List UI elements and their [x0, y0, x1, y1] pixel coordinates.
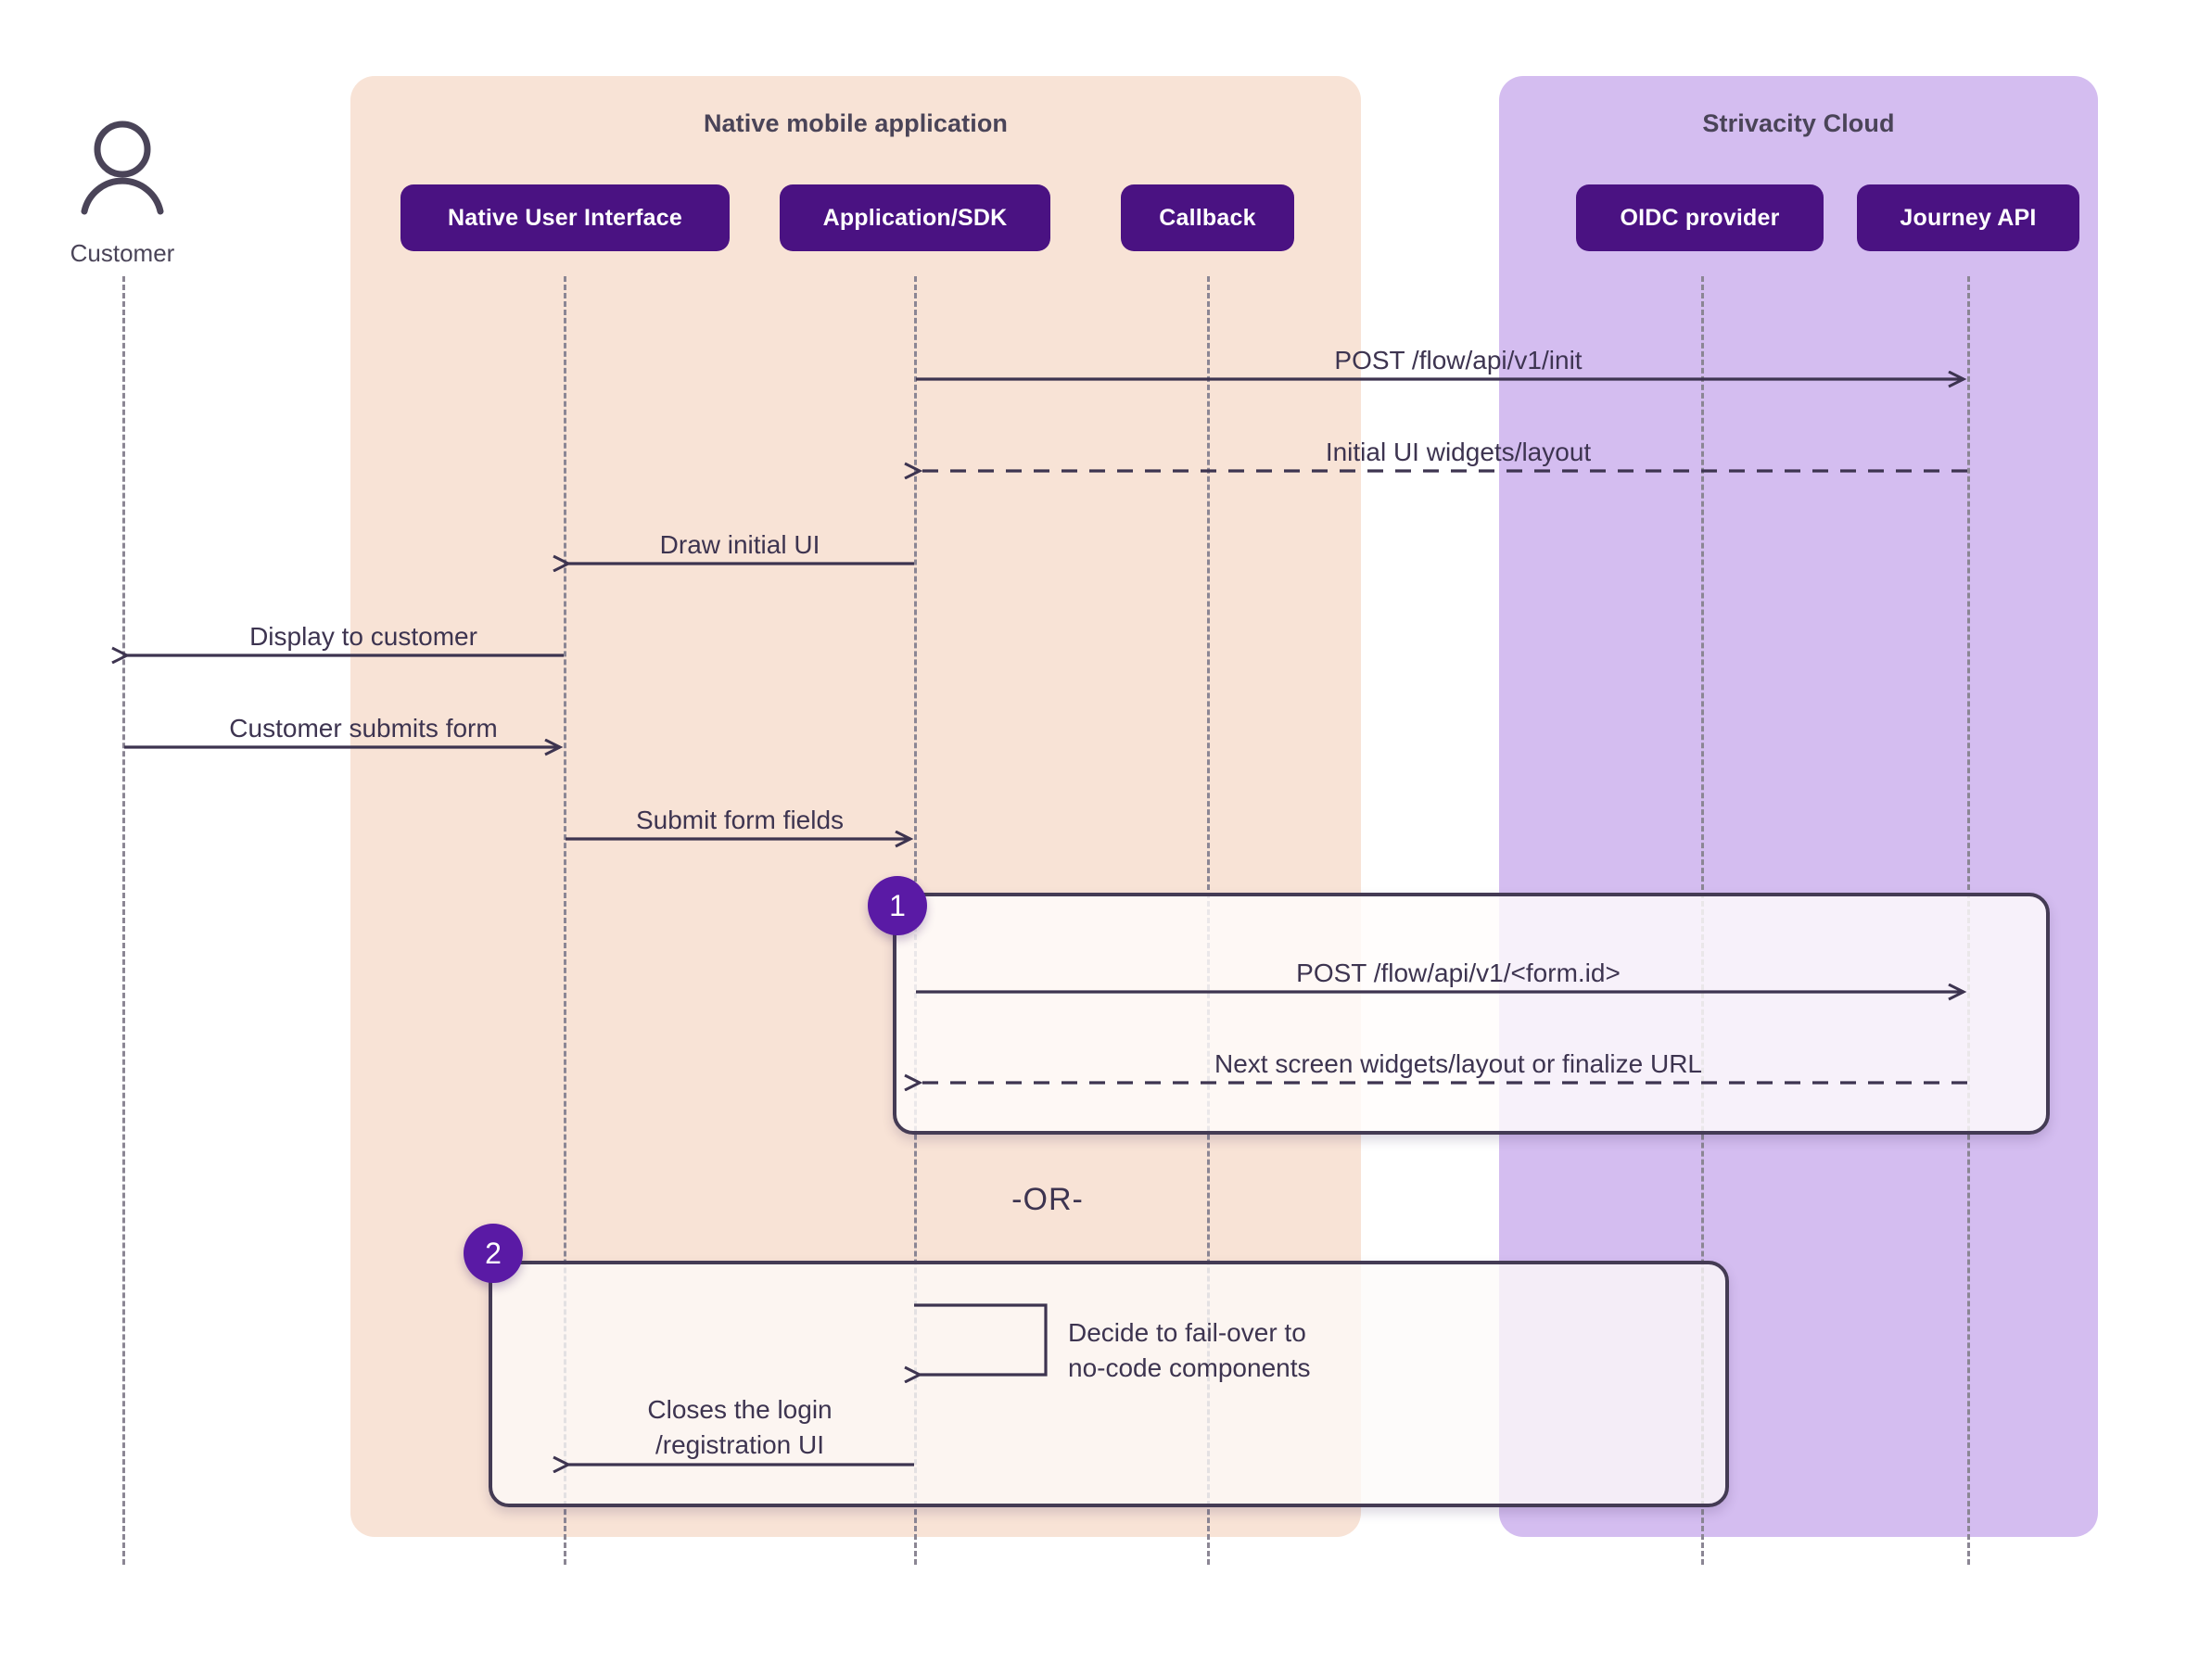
message-label-decide-failover: Decide to fail-over to no-code component… — [1068, 1318, 1311, 1383]
actor-label-customer: Customer — [70, 239, 175, 267]
fragment-box-1 — [893, 893, 2050, 1135]
participant-application-sdk[interactable]: Application/SDK — [780, 184, 1050, 251]
message-label-draw-initial-ui: Draw initial UI — [659, 530, 820, 559]
person-icon — [81, 121, 164, 215]
fragment-badge-1: 1 — [868, 876, 927, 935]
message-label-display-to-customer: Display to customer — [249, 622, 477, 651]
message-label-submit-form-fields: Submit form fields — [635, 806, 845, 834]
lifeline-native-user-interface — [564, 276, 566, 1565]
participant-journey-api[interactable]: Journey API — [1857, 184, 2079, 251]
lifeline-customer — [122, 276, 125, 1565]
message-label-customer-submits-form: Customer submits form — [229, 714, 498, 743]
message-label-next-screen-widgets: Next screen widgets/layout or finalize U… — [1214, 1049, 1703, 1078]
participant-native-user-interface[interactable]: Native User Interface — [400, 184, 730, 251]
lane-title-native: Native mobile application — [703, 109, 1009, 137]
participant-callback[interactable]: Callback — [1121, 184, 1294, 251]
message-label-post-init: POST /flow/api/v1/init — [1334, 346, 1583, 374]
fragment-badge-2: 2 — [464, 1224, 523, 1283]
message-label-post-form-id: POST /flow/api/v1/<form.id> — [1296, 958, 1621, 987]
fragment-box-2 — [489, 1261, 1729, 1507]
lane-title-cloud: Strivacity Cloud — [1702, 109, 1895, 137]
message-label-closes-login-ui: Closes the login /registration UI — [647, 1395, 833, 1460]
message-label-initial-ui-widgets: Initial UI widgets/layout — [1325, 438, 1592, 466]
participant-oidc-provider[interactable]: OIDC provider — [1576, 184, 1824, 251]
or-divider: -OR- — [1011, 1182, 1084, 1217]
